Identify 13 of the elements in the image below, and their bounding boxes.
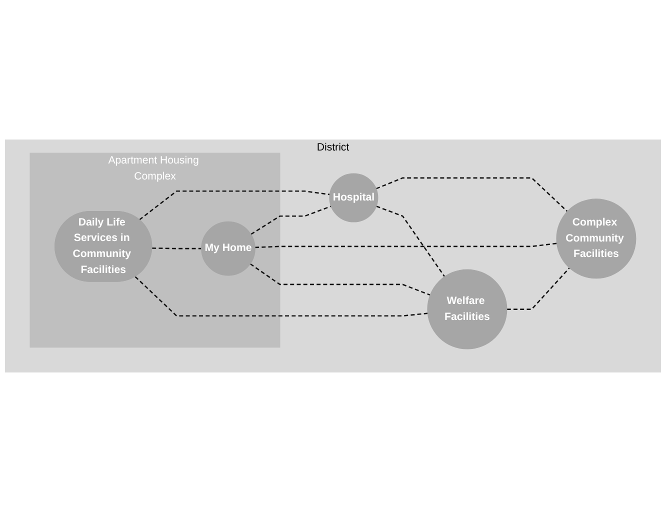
connector [250, 206, 332, 235]
connector [376, 177, 568, 212]
node-circle: Welfare Facilities [427, 269, 508, 350]
connector [376, 206, 446, 278]
connector [139, 190, 330, 220]
node-circle: My Home [201, 221, 256, 276]
node-circle: Complex Community Facilities [556, 198, 636, 279]
connector [255, 242, 557, 248]
node-circle: Hospital [329, 173, 378, 222]
connector [250, 263, 430, 296]
connector [134, 276, 428, 317]
connector [506, 268, 570, 310]
connector [152, 248, 202, 250]
